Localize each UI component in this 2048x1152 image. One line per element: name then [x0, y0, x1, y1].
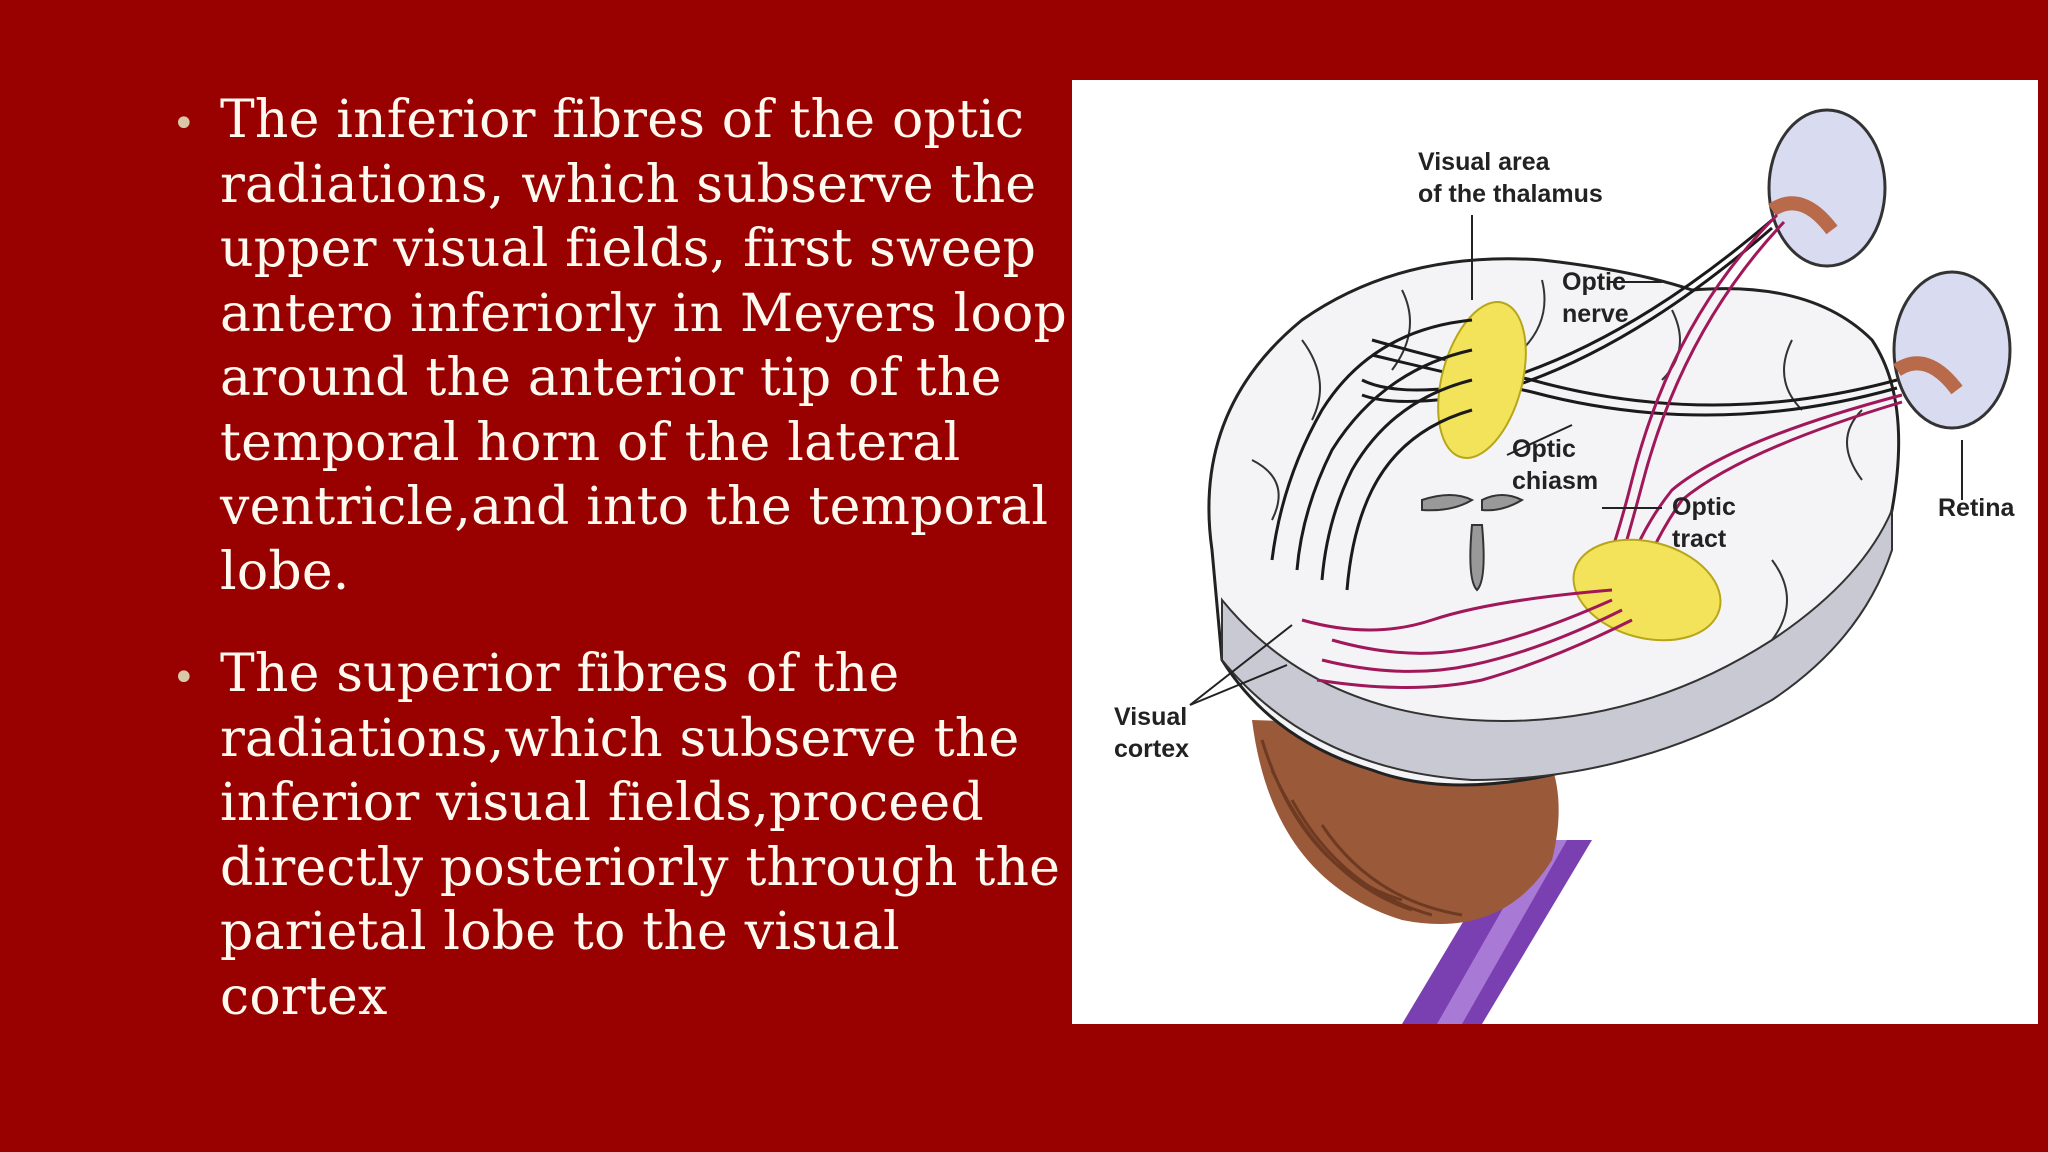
visual-cortex-pointer	[1189, 624, 1293, 706]
bullet-text: The superior fibres of the radiations,wh…	[220, 644, 1061, 1027]
optic-chiasm-pointer	[1506, 424, 1573, 456]
label-optic-nerve-line1: Optic	[1562, 268, 1626, 296]
bullet-dot-icon: •	[172, 101, 196, 147]
label-optic-tract-line2: tract	[1672, 525, 1727, 553]
bullet-dot-icon: •	[172, 655, 196, 701]
label-retina: Retina	[1938, 494, 2016, 522]
visual-cortex-pointer	[1189, 664, 1288, 706]
ventricles	[1421, 494, 1525, 592]
visual-pathway-figure: Visual area of the thalamus Optic nerve …	[1072, 80, 2038, 1024]
label-optic-chiasm-line2: chiasm	[1512, 467, 1598, 495]
optic-nerve-fibre	[1371, 338, 1898, 407]
left-eyeball	[1767, 108, 1887, 268]
label-visual-cortex-line2: cortex	[1114, 735, 1189, 763]
brainstem-highlight	[1437, 840, 1567, 1024]
bullet-text: The inferior fibres of the optic radiati…	[220, 90, 1068, 602]
right-optic-disc	[1893, 356, 1963, 395]
bullet-list: • The inferior fibres of the optic radia…	[172, 88, 1072, 1067]
cerebellum-stripes	[1260, 739, 1463, 917]
label-optic-nerve-line2: nerve	[1562, 300, 1629, 328]
visual-pathway-diagram: Visual area of the thalamus Optic nerve …	[1114, 108, 2016, 1024]
label-optic-tract-line1: Optic	[1672, 493, 1736, 521]
label-thalamus-line1: Visual area	[1418, 148, 1551, 176]
optic-radiation-fibres-magenta	[1301, 588, 1633, 689]
optic-nerve-fibre	[1371, 353, 1898, 417]
brain-hemisphere	[1207, 257, 1901, 787]
visual-thalamus-nucleus	[1437, 301, 1527, 459]
left-optic-disc	[1768, 196, 1838, 235]
label-visual-cortex-line1: Visual	[1114, 703, 1187, 731]
bullet-item: • The superior fibres of the radiations,…	[172, 642, 1072, 1029]
bullet-item: • The inferior fibres of the optic radia…	[172, 88, 1072, 604]
brain-cut-surface	[1221, 509, 1893, 782]
optic-radiation-fibres-black	[1270, 318, 1473, 591]
label-optic-chiasm-line1: Optic	[1512, 435, 1576, 463]
label-thalamus-line2: of the thalamus	[1418, 180, 1603, 208]
right-eyeball	[1892, 270, 2012, 430]
